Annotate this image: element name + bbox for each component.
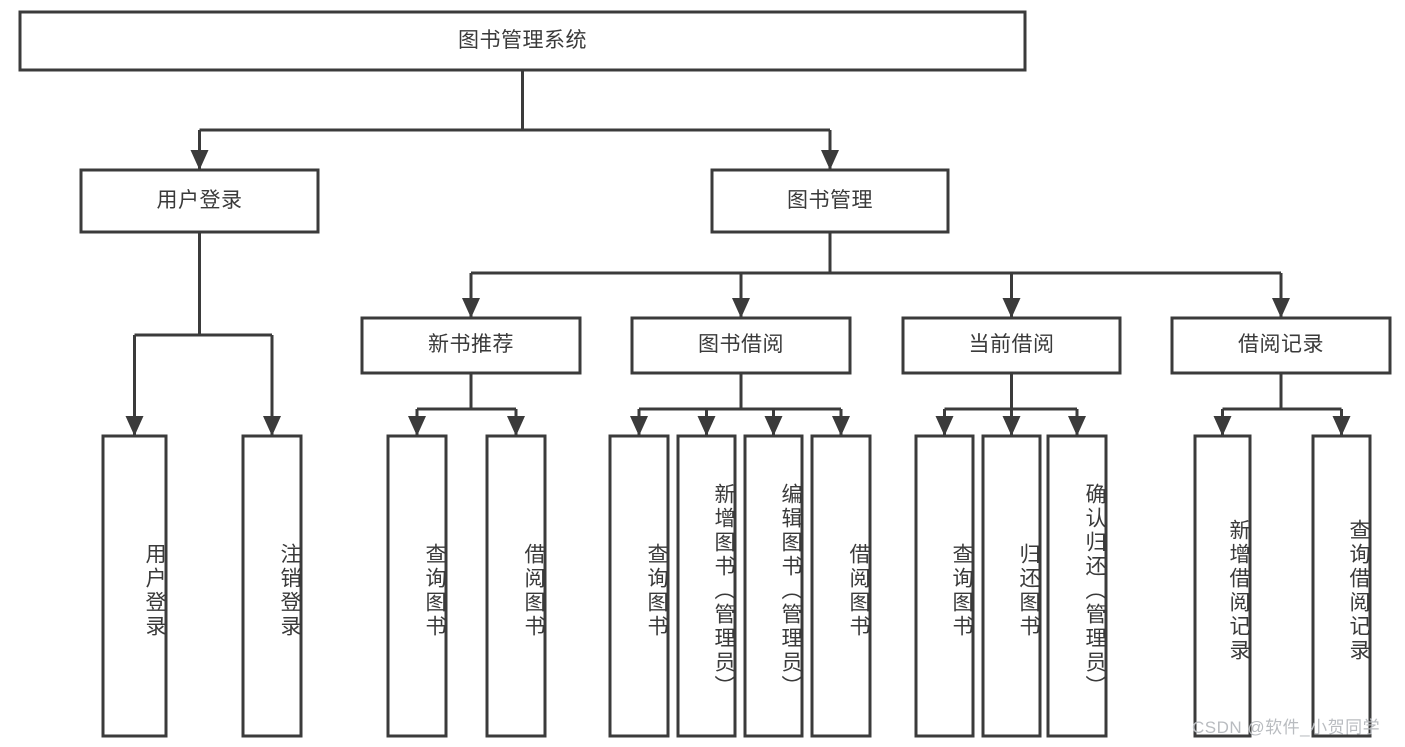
arrow-head-icon [697,416,716,436]
node-box-leaf-query-book-1 [386,434,448,738]
arrow-head-icon [1332,416,1351,436]
node-box-leaf-borrow-book-2 [810,434,872,738]
node-box-l3-new-book-rec [360,316,582,375]
node-box-leaf-user-login [101,434,168,738]
node-box-leaf-query-book-3 [914,434,975,738]
node-box-leaf-add-book [676,434,737,738]
arrow-head-icon [832,416,850,436]
node-boxes-layer [18,10,1392,738]
node-box-leaf-confirm-return [1046,434,1108,738]
arrow-head-icon [408,416,426,436]
arrow-head-icon [125,416,144,436]
node-box-leaf-logout [241,434,303,738]
arrow-head-icon [263,416,281,436]
arrow-head-icon [630,416,648,436]
arrow-head-icon [1272,298,1290,318]
node-box-leaf-add-record [1193,434,1252,738]
arrow-head-icon [935,416,954,436]
node-box-l2-user-login [79,168,320,234]
arrow-head-icon [1213,416,1232,436]
arrow-head-icon [462,298,480,318]
node-box-l3-current-borrow [901,316,1122,375]
node-box-leaf-query-record [1311,434,1372,738]
node-box-leaf-borrow-book-1 [485,434,547,738]
node-box-leaf-return-book [981,434,1042,738]
arrow-head-icon [764,416,783,436]
node-box-leaf-edit-book [743,434,804,738]
arrow-head-icon [1002,416,1021,436]
watermark-text: CSDN @软件_小贺同学 [1192,718,1381,737]
node-box-l2-book-mgmt [710,168,950,234]
node-box-l3-book-borrow [630,316,852,375]
arrow-head-icon [507,416,525,436]
connectors-layer [125,70,1351,436]
arrow-head-icon [821,150,839,170]
node-box-leaf-query-book-2 [608,434,670,738]
node-box-l3-borrow-record [1170,316,1392,375]
arrow-head-icon [1002,298,1021,318]
arrow-head-icon [1068,416,1086,436]
arrow-head-icon [190,150,209,170]
node-box-root [18,10,1027,72]
arrow-head-icon [732,298,750,318]
